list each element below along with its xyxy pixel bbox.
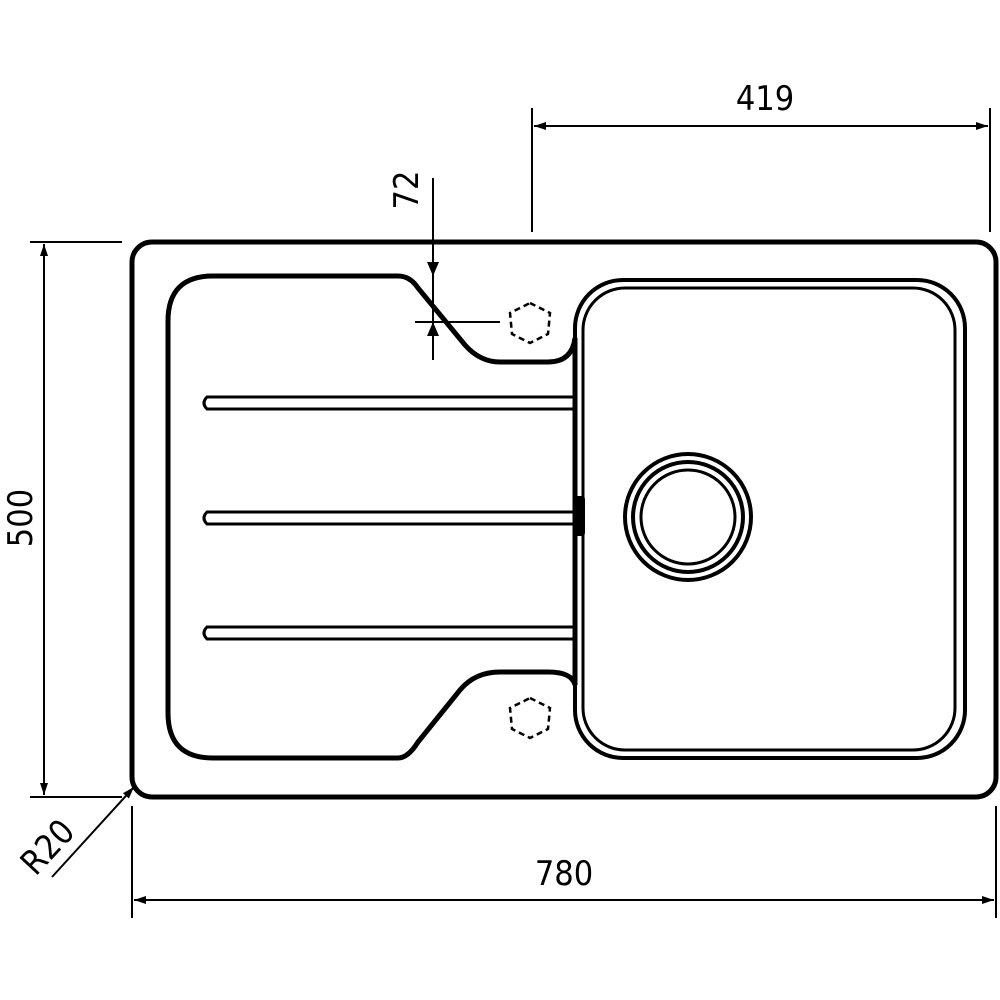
dim-radius-leader: [51, 786, 135, 878]
dim-height-label: 500: [1, 489, 41, 547]
drainer-outline: [165, 273, 578, 761]
drainer-groove-2: [202, 510, 575, 526]
drainer-groove-1: [202, 395, 575, 411]
drain-inner-ring: [639, 468, 737, 566]
drain-outer-ring: [623, 452, 753, 582]
sink-outer-outline: [129, 239, 999, 800]
dim-tap-label: 72: [387, 171, 427, 210]
dim-bowl-label: 419: [736, 79, 794, 119]
drainer-groove-3: [202, 625, 575, 641]
tap-hole-bottom: [508, 696, 552, 740]
drain-middle-ring: [631, 460, 745, 574]
drainer-grooves: [202, 395, 575, 641]
dim-tap-arrow-up: [427, 322, 439, 336]
bowl-outer-outline: [573, 278, 967, 760]
dim-tap-arrow-down: [427, 262, 439, 276]
bowl-inner-outline: [581, 286, 957, 752]
dim-width-label: 780: [535, 854, 593, 894]
tap-hole-top: [508, 301, 552, 345]
dim-radius-label: R20: [13, 812, 83, 883]
